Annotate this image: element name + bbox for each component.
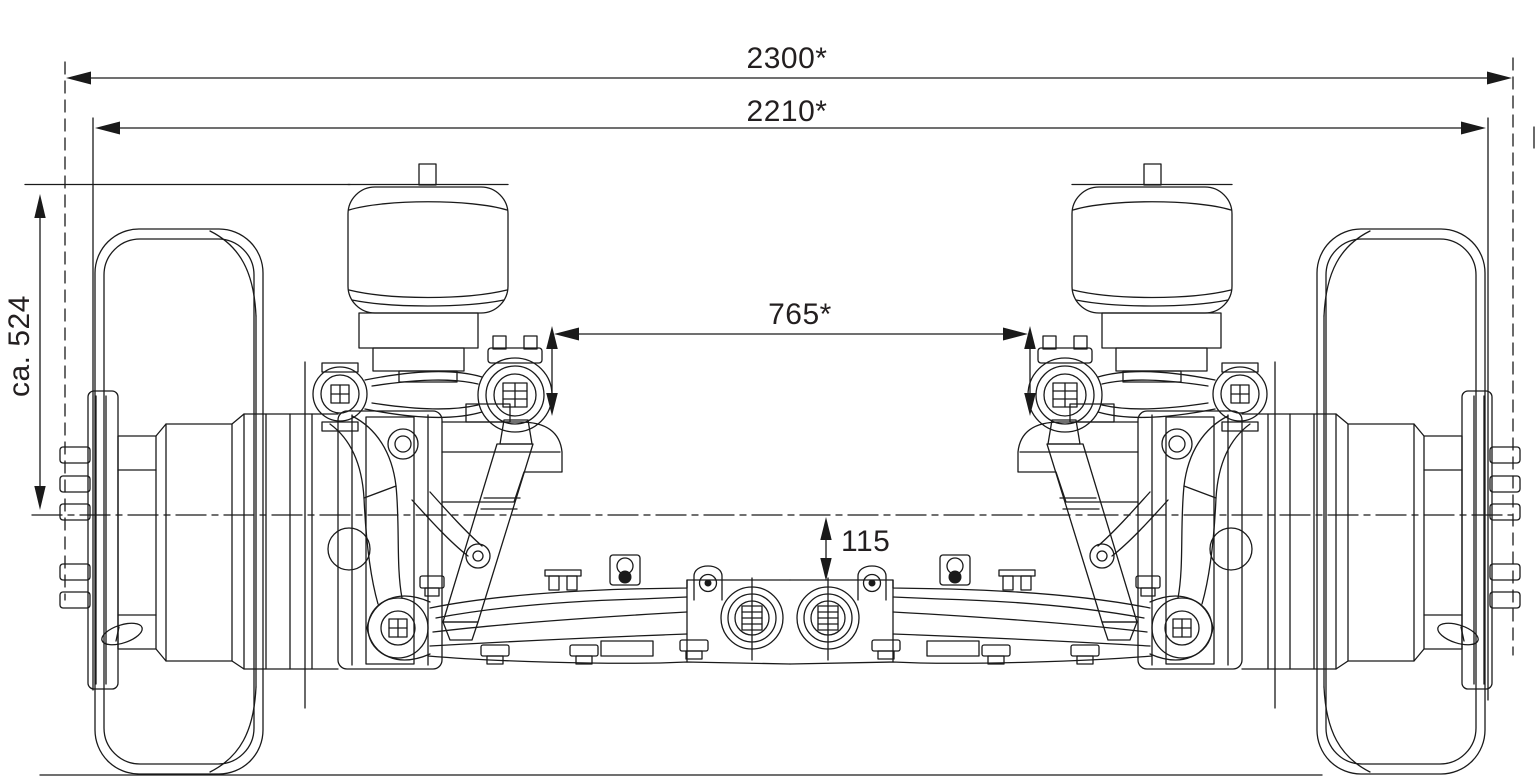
dim-label-frame-to-wheel-center: ca. 524	[3, 295, 36, 397]
dim-label-beam-drop: 115	[841, 525, 890, 558]
axle-half-right	[789, 163, 1521, 775]
dimension-spring-center-distance: 765*	[546, 298, 1036, 416]
dimension-overall-width: 2300*	[64, 42, 1514, 656]
dimension-beam-drop: 115	[820, 517, 890, 581]
dimension-frame-to-wheel-center: ca. 524	[3, 194, 46, 510]
dimension-frame-width: 2210*	[92, 95, 1489, 701]
axle-half-left	[59, 163, 791, 775]
dim-label-spring-center-distance: 765*	[768, 298, 832, 331]
dim-label-frame-width: 2210*	[747, 95, 828, 128]
dim-label-overall-width: 2300*	[747, 42, 828, 75]
